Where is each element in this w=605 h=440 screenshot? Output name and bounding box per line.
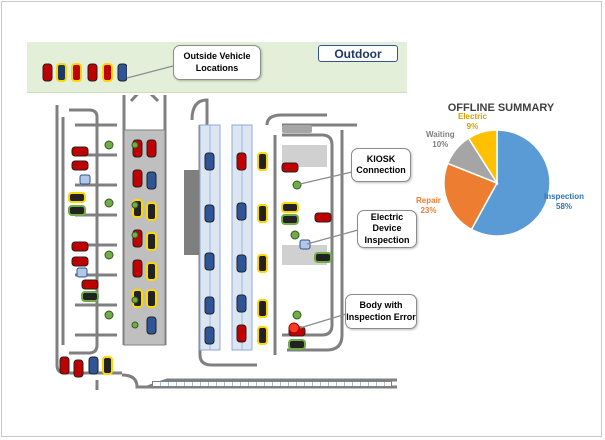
label-inspection: Inspection 58% xyxy=(544,192,584,212)
pie-slice-repair xyxy=(443,162,499,231)
outside-callout-pointer xyxy=(126,65,174,79)
error-beacon-icon xyxy=(288,322,300,334)
electric-callout: Electric Device Inspection xyxy=(357,210,417,248)
summary-title: OFFLINE SUMMARY xyxy=(447,102,555,114)
parking-lot-map xyxy=(27,95,397,395)
body-error-callout-text: Body with Inspection Error xyxy=(346,300,416,322)
electric-callout-pointer xyxy=(306,229,359,245)
label-repair: Repair 23% xyxy=(416,196,441,216)
outside-callout: Outside Vehicle Locations xyxy=(173,45,261,80)
outside-vehicles xyxy=(42,63,128,82)
body-error-callout-pointer xyxy=(299,313,347,329)
label-waiting-pct: 10% xyxy=(432,140,449,149)
kiosk-callout-pointer xyxy=(299,171,353,185)
label-electric: Electric 9% xyxy=(458,112,487,132)
label-electric-pct: 9% xyxy=(466,122,479,131)
kiosk-callout-text: KIOSK Connection xyxy=(356,153,406,175)
outside-callout-text: Outside Vehicle Locations xyxy=(183,51,251,73)
label-waiting: Waiting 10% xyxy=(426,130,455,150)
pie-slice-electric xyxy=(467,129,498,186)
electric-callout-text: Electric Device Inspection xyxy=(364,212,410,245)
pie-slice-inspection xyxy=(470,129,551,237)
bottom-lane xyxy=(152,381,392,387)
label-inspection-name: Inspection xyxy=(544,192,585,201)
kiosk-callout: KIOSK Connection xyxy=(351,148,411,182)
label-waiting-name: Waiting xyxy=(426,130,455,139)
label-electric-name: Electric xyxy=(458,112,487,121)
offline-summary-pie xyxy=(443,129,551,237)
outdoor-label: Outdoor xyxy=(318,45,398,62)
label-inspection-pct: 58% xyxy=(556,202,573,211)
label-repair-pct: 23% xyxy=(420,206,437,215)
lot-track-diagram xyxy=(55,95,397,390)
body-error-callout: Body with Inspection Error xyxy=(345,294,417,329)
label-repair-name: Repair xyxy=(416,196,441,205)
